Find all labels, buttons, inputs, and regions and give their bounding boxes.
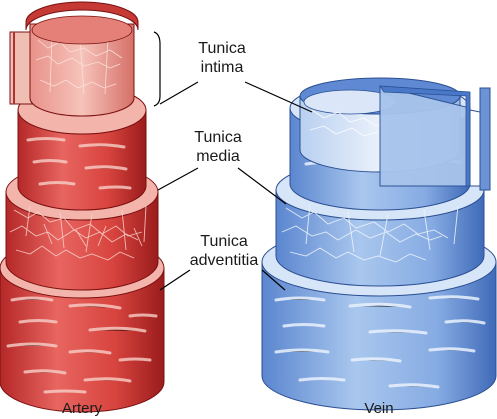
label-tunica-intima-line2: intima bbox=[201, 59, 244, 76]
label-tunica-media-line1: Tunica bbox=[194, 129, 242, 146]
intima-leader-left bbox=[159, 81, 199, 105]
label-tunica-adventitia-line1: Tunica bbox=[200, 233, 248, 250]
intima-bracket bbox=[153, 31, 161, 107]
label-tunica-intima-line1: Tunica bbox=[198, 40, 246, 57]
media-leader-right bbox=[237, 167, 287, 205]
label-leader-lines bbox=[153, 31, 313, 291]
adventitia-leader-left bbox=[159, 269, 191, 291]
media-leader-left bbox=[157, 167, 199, 191]
label-tunica-media-line2: media bbox=[196, 148, 240, 165]
artery-lumen bbox=[9, 1, 139, 117]
artery-illustration bbox=[0, 1, 165, 413]
adventitia-leader-right bbox=[261, 269, 286, 291]
vein-lumen bbox=[299, 77, 491, 191]
intima-leader-right bbox=[244, 81, 313, 113]
label-artery: Artery bbox=[62, 400, 103, 417]
label-vein: Vein bbox=[364, 400, 393, 417]
label-tunica-adventitia-line2: adventitia bbox=[190, 252, 259, 269]
layer-labels: Tunica intima Tunica media Tunica advent… bbox=[62, 40, 394, 417]
vein-illustration bbox=[261, 77, 497, 411]
